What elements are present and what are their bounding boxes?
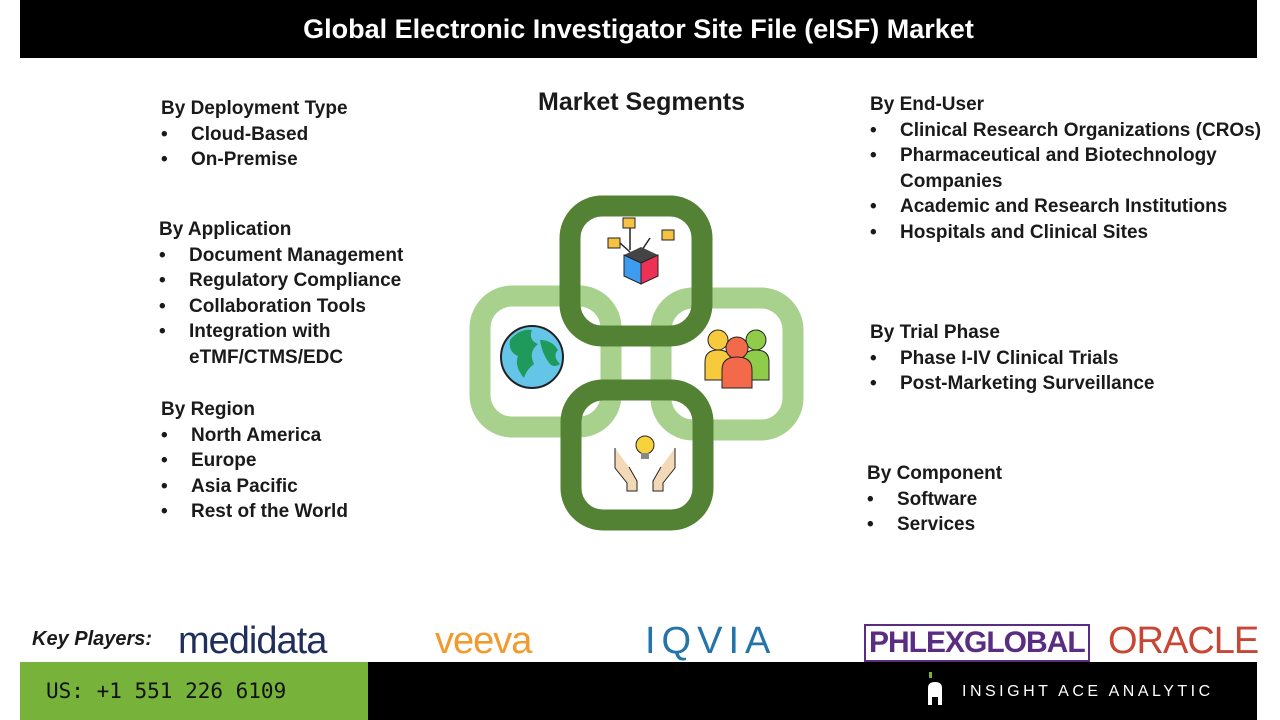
segment-title: By Deployment Type xyxy=(161,98,348,119)
segment-component: By ComponentSoftwareServices xyxy=(867,461,1167,538)
footer-bar xyxy=(368,662,1257,720)
bottom-ring xyxy=(560,379,714,531)
segment-title: By Component xyxy=(867,463,1003,484)
segment-region: By RegionNorth AmericaEuropeAsia Pacific… xyxy=(161,397,461,525)
medidata-logo: medidata xyxy=(178,620,327,662)
segment-deployment: By Deployment TypeCloud-BasedOn-Premise xyxy=(161,96,461,173)
segment-title: By End-User xyxy=(870,94,985,115)
segment-item: Regulatory Compliance xyxy=(159,268,459,294)
segment-title: By Application xyxy=(159,219,292,240)
segment-item: Asia Pacific xyxy=(161,474,461,500)
globe-icon xyxy=(500,325,564,389)
phlexglobal-logo: PHLEXGLOBAL xyxy=(864,624,1090,662)
segment-item: Document Management xyxy=(159,243,459,269)
segment-application: By ApplicationDocument ManagementRegulat… xyxy=(159,217,459,370)
people-group-icon xyxy=(704,329,770,389)
segment-item: Clinical Research Organizations (CROs) xyxy=(870,118,1270,144)
left-ring xyxy=(469,285,622,438)
brand-name: INSIGHT ACE ANALYTIC xyxy=(962,683,1214,700)
segment-item: Services xyxy=(867,512,1167,538)
segment-title: By Trial Phase xyxy=(870,322,1000,343)
veeva-logo: veeva xyxy=(435,620,532,662)
segment-item: Rest of the World xyxy=(161,499,461,525)
segment-item: Integration with eTMF/CTMS/EDC xyxy=(159,319,459,370)
segments-diagram xyxy=(469,195,804,531)
segment-title: By Region xyxy=(161,399,255,420)
segment-item: Pharmaceutical and Biotechnology Compani… xyxy=(870,143,1270,194)
market-segments-title: Market Segments xyxy=(538,88,746,116)
segment-item: Europe xyxy=(161,448,461,474)
network-cube-icon xyxy=(607,217,675,285)
segment-item: Post-Marketing Surveillance xyxy=(870,371,1200,397)
oracle-logo: ORACLE xyxy=(1108,620,1259,662)
right-ring xyxy=(650,287,804,441)
segment-end-user: By End-UserClinical Research Organizatio… xyxy=(870,92,1270,245)
iqvia-logo: IQVIA xyxy=(645,620,777,662)
idea-hands-icon xyxy=(614,435,676,492)
brand-logo-icon xyxy=(928,672,942,705)
segment-item: Academic and Research Institutions xyxy=(870,194,1270,220)
key-players-label: Key Players: xyxy=(32,628,153,650)
phone-number: US: +1 551 226 6109 xyxy=(20,662,368,720)
segment-item: On-Premise xyxy=(161,147,461,173)
top-ring xyxy=(559,195,713,347)
page-title: Global Electronic Investigator Site File… xyxy=(20,0,1257,58)
segment-item: Collaboration Tools xyxy=(159,294,459,320)
segment-item: Hospitals and Clinical Sites xyxy=(870,220,1270,246)
segment-trial-phase: By Trial PhasePhase I-IV Clinical Trials… xyxy=(870,320,1200,397)
segment-item: North America xyxy=(161,423,461,449)
segment-item: Cloud-Based xyxy=(161,122,461,148)
segment-item: Software xyxy=(867,487,1167,513)
segment-item: Phase I-IV Clinical Trials xyxy=(870,346,1200,372)
